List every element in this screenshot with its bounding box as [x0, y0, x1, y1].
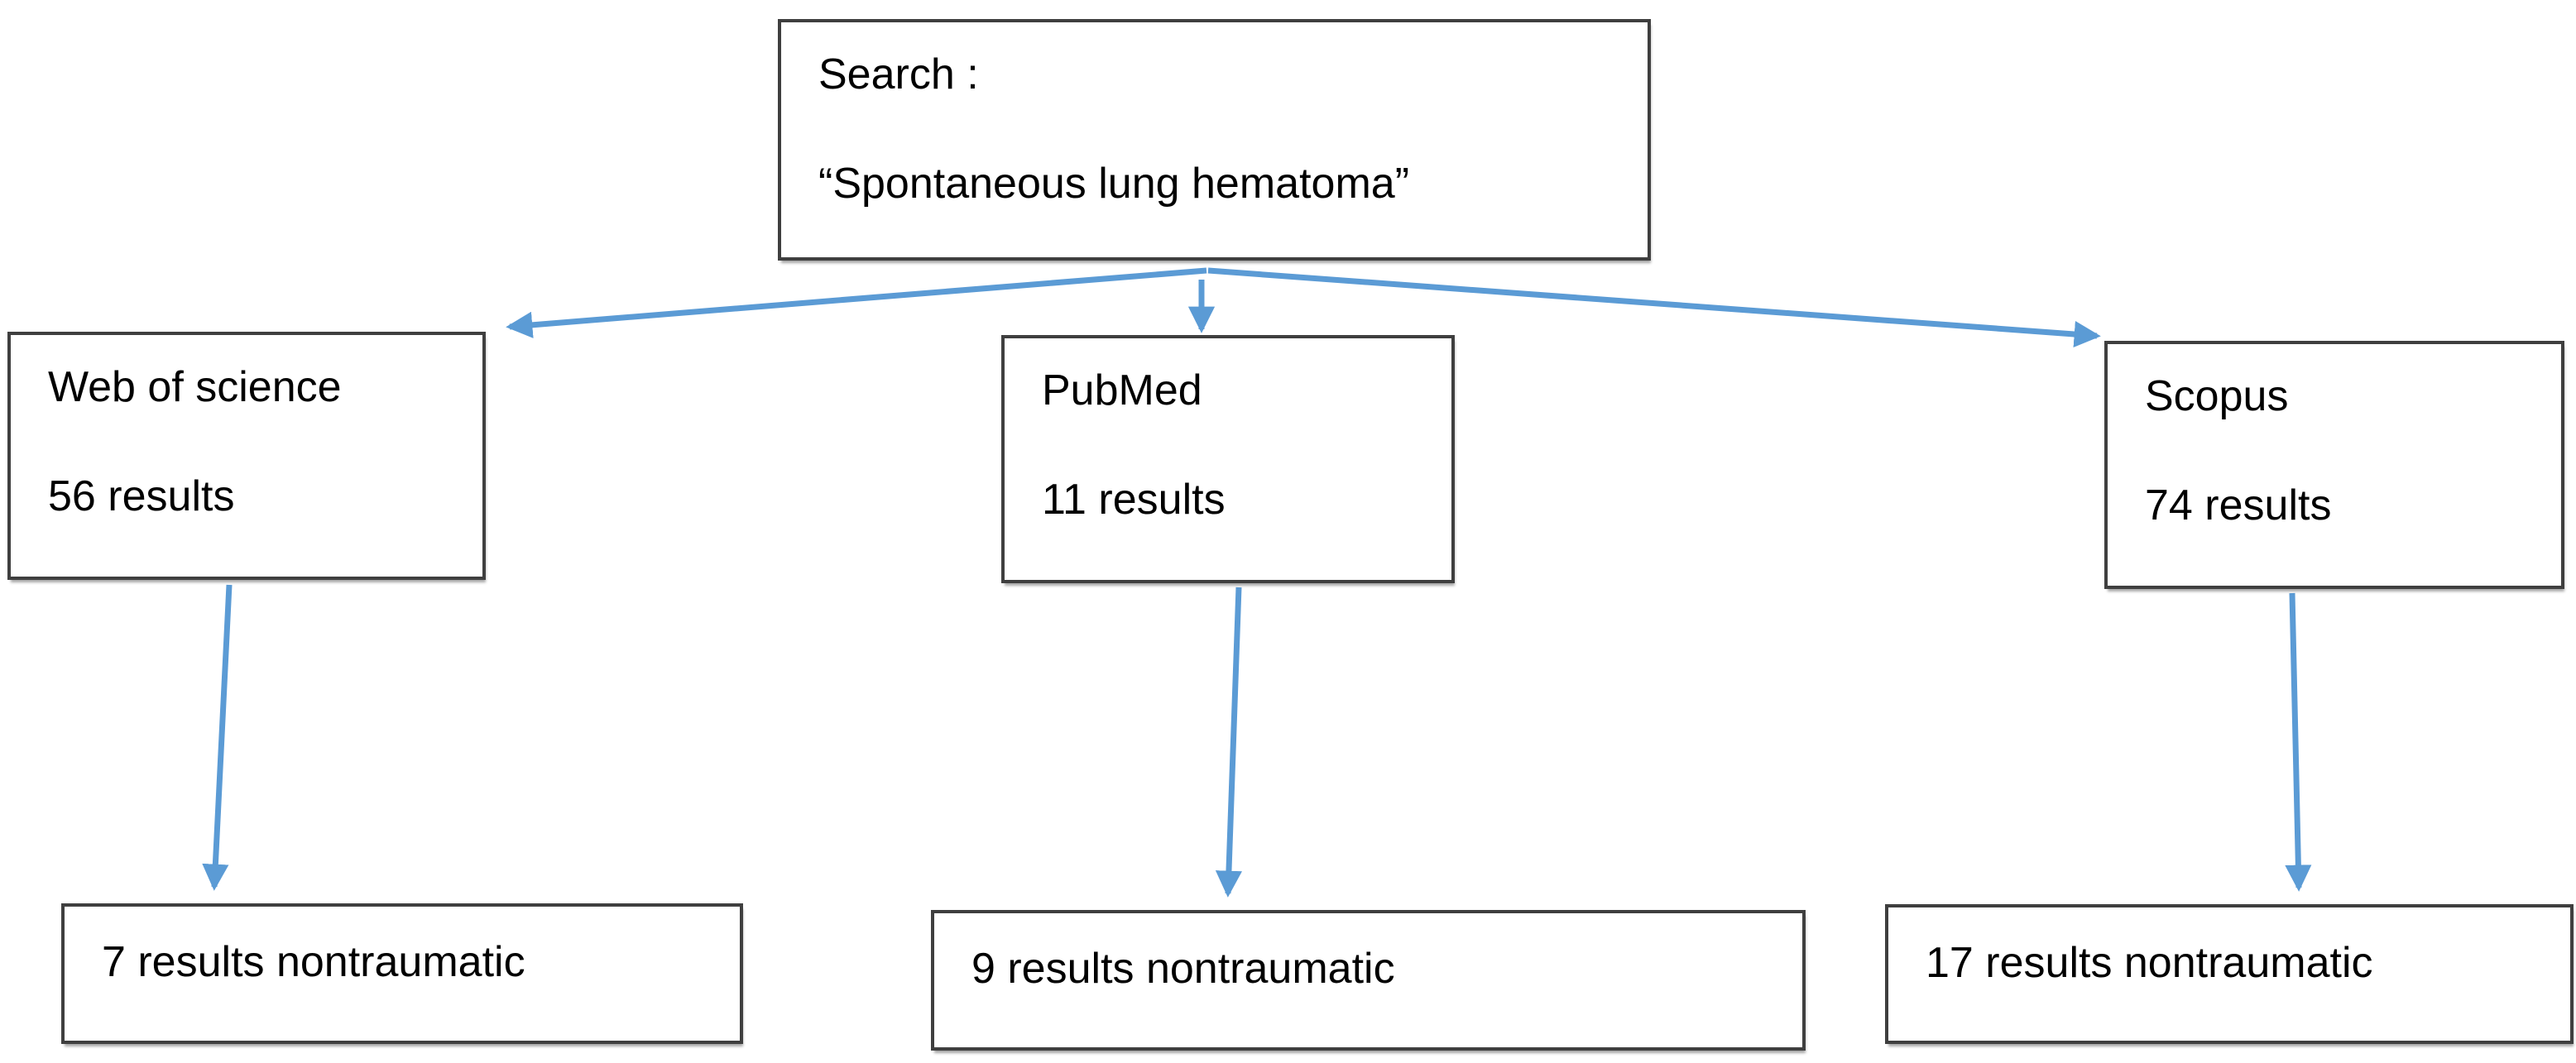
arrow-scopus-to-filtered [2285, 592, 2312, 892]
filtered-results: 7 results nontraumatic [102, 938, 525, 986]
filtered-results: 9 results nontraumatic [971, 945, 1395, 993]
source-name: PubMed [1042, 366, 1202, 414]
arrow-webofscience-to-filtered [202, 584, 233, 891]
source-box-web-of-science: Web of science 56 results [7, 332, 486, 580]
filtered-results: 17 results nontraumatic [1926, 939, 2373, 987]
source-results: 74 results [2145, 481, 2332, 529]
arrow-search-to-webofscience [506, 267, 1207, 338]
source-box-pubmed: PubMed 11 results [1001, 335, 1455, 583]
source-results: 11 results [1042, 475, 1226, 524]
filtered-box-web-of-science: 7 results nontraumatic [61, 903, 743, 1044]
source-results: 56 results [48, 472, 235, 520]
filtered-box-pubmed: 9 results nontraumatic [931, 910, 1806, 1051]
source-name: Web of science [48, 363, 342, 411]
source-box-scopus: Scopus 74 results [2104, 341, 2564, 589]
arrow-search-to-scopus [1207, 267, 2101, 348]
arrow-pubmed-to-filtered [1215, 587, 1243, 898]
filtered-box-scopus: 17 results nontraumatic [1885, 904, 2574, 1044]
search-query: “Spontaneous lung hematoma” [818, 159, 1410, 208]
search-box: Search : “Spontaneous lung hematoma” [778, 19, 1651, 261]
source-name: Scopus [2145, 372, 2289, 420]
search-label: Search : [818, 50, 979, 98]
